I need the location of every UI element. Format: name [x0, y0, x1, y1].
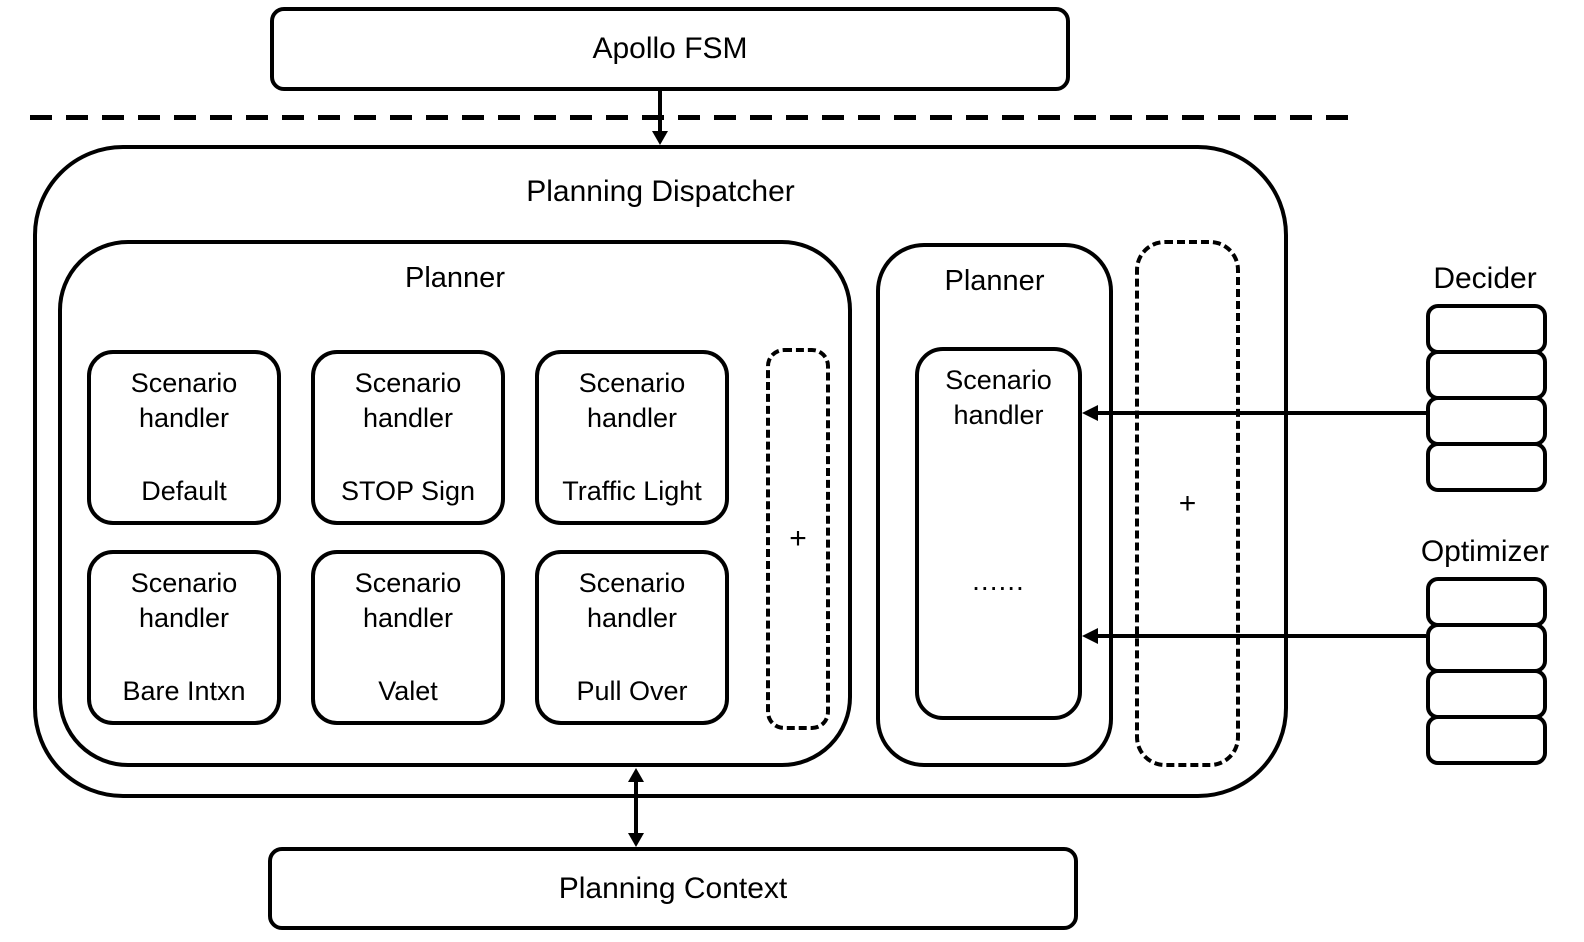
scenario-handler-card-valet: Scenario handler Valet [311, 550, 505, 725]
context-arrowhead-up-icon [628, 768, 644, 782]
plus-icon: + [789, 522, 807, 555]
optimizer-row [1426, 623, 1547, 673]
scenario-handler-card-stop-sign: Scenario handler STOP Sign [311, 350, 505, 525]
decider-row [1426, 304, 1547, 354]
decider-row [1426, 350, 1547, 400]
add-planner-placeholder: + [1135, 240, 1240, 767]
scenario-handler-name: Default [141, 476, 227, 506]
add-scenario-handler-placeholder: + [766, 348, 830, 730]
planning-context-box: Planning Context [268, 847, 1078, 930]
scenario-handler-name: Bare Intxn [122, 676, 246, 706]
planner-main-label: Planner [405, 262, 505, 294]
scenario-handler-name: Valet [378, 676, 438, 706]
scenario-handler-card-bare-intxn: Scenario handler Bare Intxn [87, 550, 281, 725]
decider-arrowhead-icon [1082, 405, 1098, 421]
decider-stack [1426, 304, 1547, 492]
scenario-handler-title: Scenario handler [578, 368, 686, 433]
scenario-handler-card-pull-over: Scenario handler Pull Over [535, 550, 729, 725]
scenario-handler-card-default: Scenario handler Default [87, 350, 281, 525]
decider-to-handler-arrow-line [1096, 411, 1426, 415]
optimizer-row [1426, 669, 1547, 719]
scenario-handler-title: Scenario handler [354, 568, 462, 633]
scenario-handler-grid: Scenario handler Default Scenario handle… [87, 350, 729, 725]
decider-label: Decider [1433, 262, 1537, 295]
optimizer-arrowhead-icon [1082, 628, 1098, 644]
fsm-to-dispatcher-arrow-line [658, 91, 662, 133]
scenario-handler-card-traffic-light: Scenario handler Traffic Light [535, 350, 729, 525]
scenario-handler-title: Scenario handler [130, 368, 238, 433]
optimizer-row [1426, 577, 1547, 627]
decider-row [1426, 442, 1547, 492]
scenario-handler-name: Pull Over [576, 676, 688, 706]
apollo-fsm-box: Apollo FSM [270, 7, 1070, 91]
optimizer-stack [1426, 577, 1547, 765]
scenario-handler-title: Scenario handler [354, 368, 462, 433]
plus-icon: + [1178, 486, 1197, 520]
scenario-handler-card-generic: Scenario handler ...... [915, 347, 1082, 720]
fsm-to-dispatcher-arrowhead-icon [652, 131, 668, 145]
scenario-handler-title: Scenario handler [578, 568, 686, 633]
scenario-handler-ellipsis: ...... [972, 565, 1025, 596]
scenario-handler-title: Scenario handler [130, 568, 238, 633]
offboard-separator-dashed-line [30, 115, 1350, 120]
scenario-handler-name: STOP Sign [340, 476, 476, 506]
optimizer-label: Optimizer [1420, 535, 1550, 568]
optimizer-row [1426, 715, 1547, 765]
optimizer-to-handler-arrow-line [1096, 634, 1426, 638]
planning-context-label: Planning Context [558, 871, 788, 905]
apollo-fsm-label: Apollo FSM [592, 32, 748, 65]
scenario-handler-title: Scenario handler [945, 365, 1052, 430]
planning-dispatcher-label: Planning Dispatcher [526, 175, 795, 208]
context-arrowhead-down-icon [628, 833, 644, 847]
decider-row [1426, 396, 1547, 446]
dispatcher-context-arrow-line [634, 780, 638, 834]
planner-secondary-label: Planner [944, 265, 1045, 297]
scenario-handler-name: Traffic Light [562, 476, 702, 506]
